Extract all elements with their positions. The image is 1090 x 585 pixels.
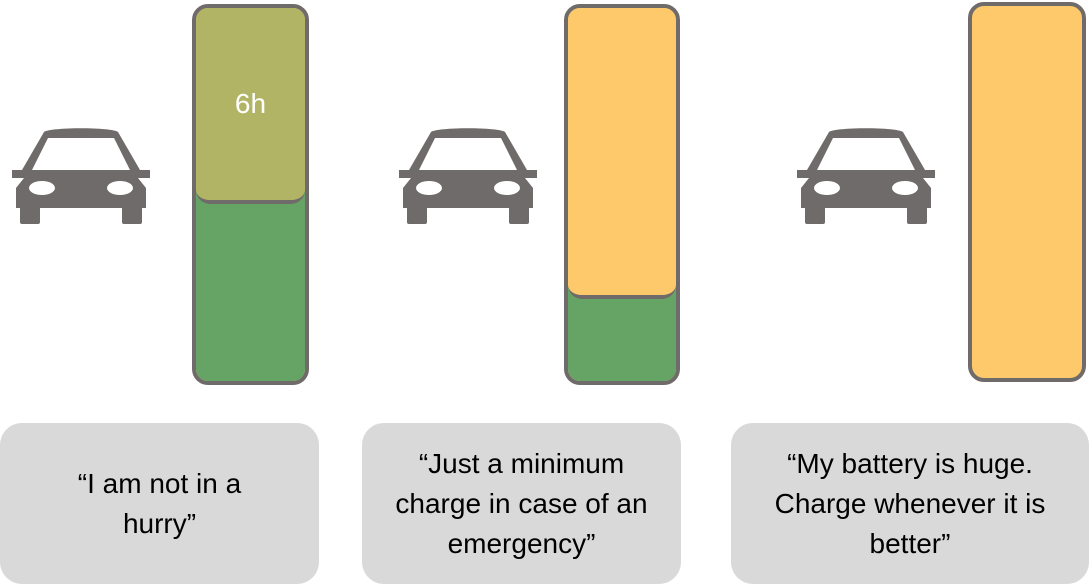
battery-bar: 6h <box>192 4 309 385</box>
quote-text: “Just a minimum charge in case of an eme… <box>395 447 648 559</box>
quote-text: “I am not in a hurry” <box>77 467 242 539</box>
quote-box: “My battery is huge. Charge whenever it … <box>731 423 1089 584</box>
car-icon <box>393 126 543 226</box>
car-icon <box>791 126 941 226</box>
quote-box: “Just a minimum charge in case of an eme… <box>362 423 681 584</box>
battery-fill-charged <box>196 191 305 381</box>
battery-bar <box>968 2 1086 382</box>
battery-fill-charged <box>568 286 676 381</box>
car-icon <box>6 126 156 226</box>
battery-fill-delay <box>568 8 676 299</box>
battery-fill-delay: 6h <box>196 8 305 204</box>
quote-text: “My battery is huge. Charge whenever it … <box>774 447 1046 559</box>
delay-label: 6h <box>234 88 267 119</box>
battery-bar <box>564 4 680 385</box>
quote-box: “I am not in a hurry” <box>0 423 319 584</box>
